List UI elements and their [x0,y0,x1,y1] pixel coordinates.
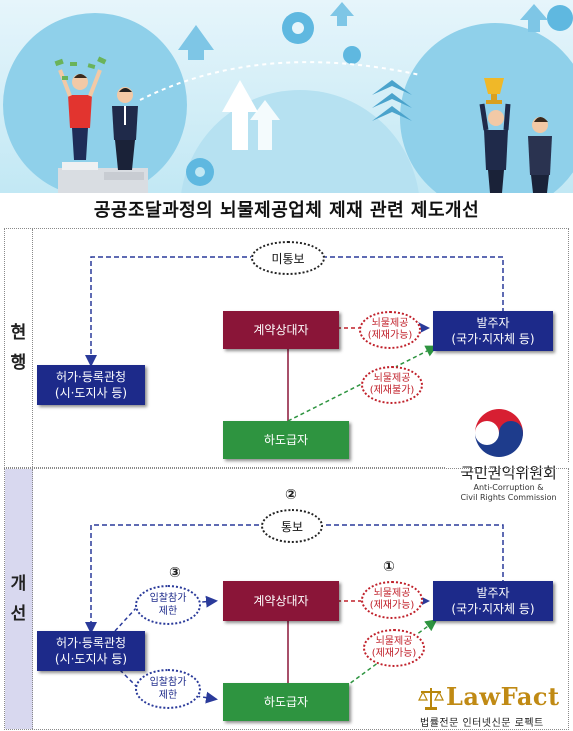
bribe-sanctionable-label: 뇌물제공 (제재가능) [361,581,423,619]
contractor-box: 계약상대자 [223,581,339,621]
not-notified-label: 미통보 [251,241,325,275]
permit-authority-box: 허가·등록관청 (시·도지사 등) [37,631,145,671]
bid-restriction-subcontractor-label: 입찰참가 제한 [135,669,201,709]
scales-of-justice-icon [418,688,444,710]
subcontractor-bribe-sanctionable-label: 뇌물제공 (제재가능) [363,629,425,667]
bribe-sanctionable-label: 뇌물제공 (제재가능) [359,311,421,349]
gear-icon [186,5,573,186]
trophy-icon [484,78,504,104]
subcontractor-box: 하도급자 [223,683,349,721]
lawfact-watermark: LawFact 법률전문 인터넷신문 로펙트 [418,682,560,729]
improved-system-panel: 개 선 ② ③ ① 통보 계약상대자 발주자 (국가·지자 [4,468,569,730]
current-side-label: 현 행 [5,229,33,467]
improved-side-label: 개 선 [5,469,33,729]
page-title: 공공조달과정의 뇌물제공업체 제재 관련 제도개선 [93,200,480,221]
current-system-panel: 현 행 미통보 계약상대자 발주자 (국가·지자체 등) 허가·등록관청 (시·… [4,228,569,468]
bid-restriction-contractor-label: 입찰참가 제한 [135,585,201,625]
step-3-marker: ③ [169,565,181,581]
step-2-marker: ② [285,487,297,503]
bribe-not-sanctionable-label: 뇌물제공 (제재불가) [361,366,423,404]
businessmen-with-trophy-figure [479,103,552,193]
notified-label: 통보 [261,509,323,543]
celebrating-woman-figure [54,56,107,160]
step-1-marker: ① [383,559,395,575]
subcontractor-box: 하도급자 [223,421,349,459]
businessman-figure [112,87,138,170]
contractor-box: 계약상대자 [223,311,339,349]
client-box: 발주자 (국가·지자체 등) [433,311,553,351]
client-box: 발주자 (국가·지자체 등) [433,581,553,621]
acrc-emblem-icon [473,407,525,459]
header-illustration [0,0,573,193]
permit-authority-box: 허가·등록관청 (시·도지사 등) [37,365,145,405]
